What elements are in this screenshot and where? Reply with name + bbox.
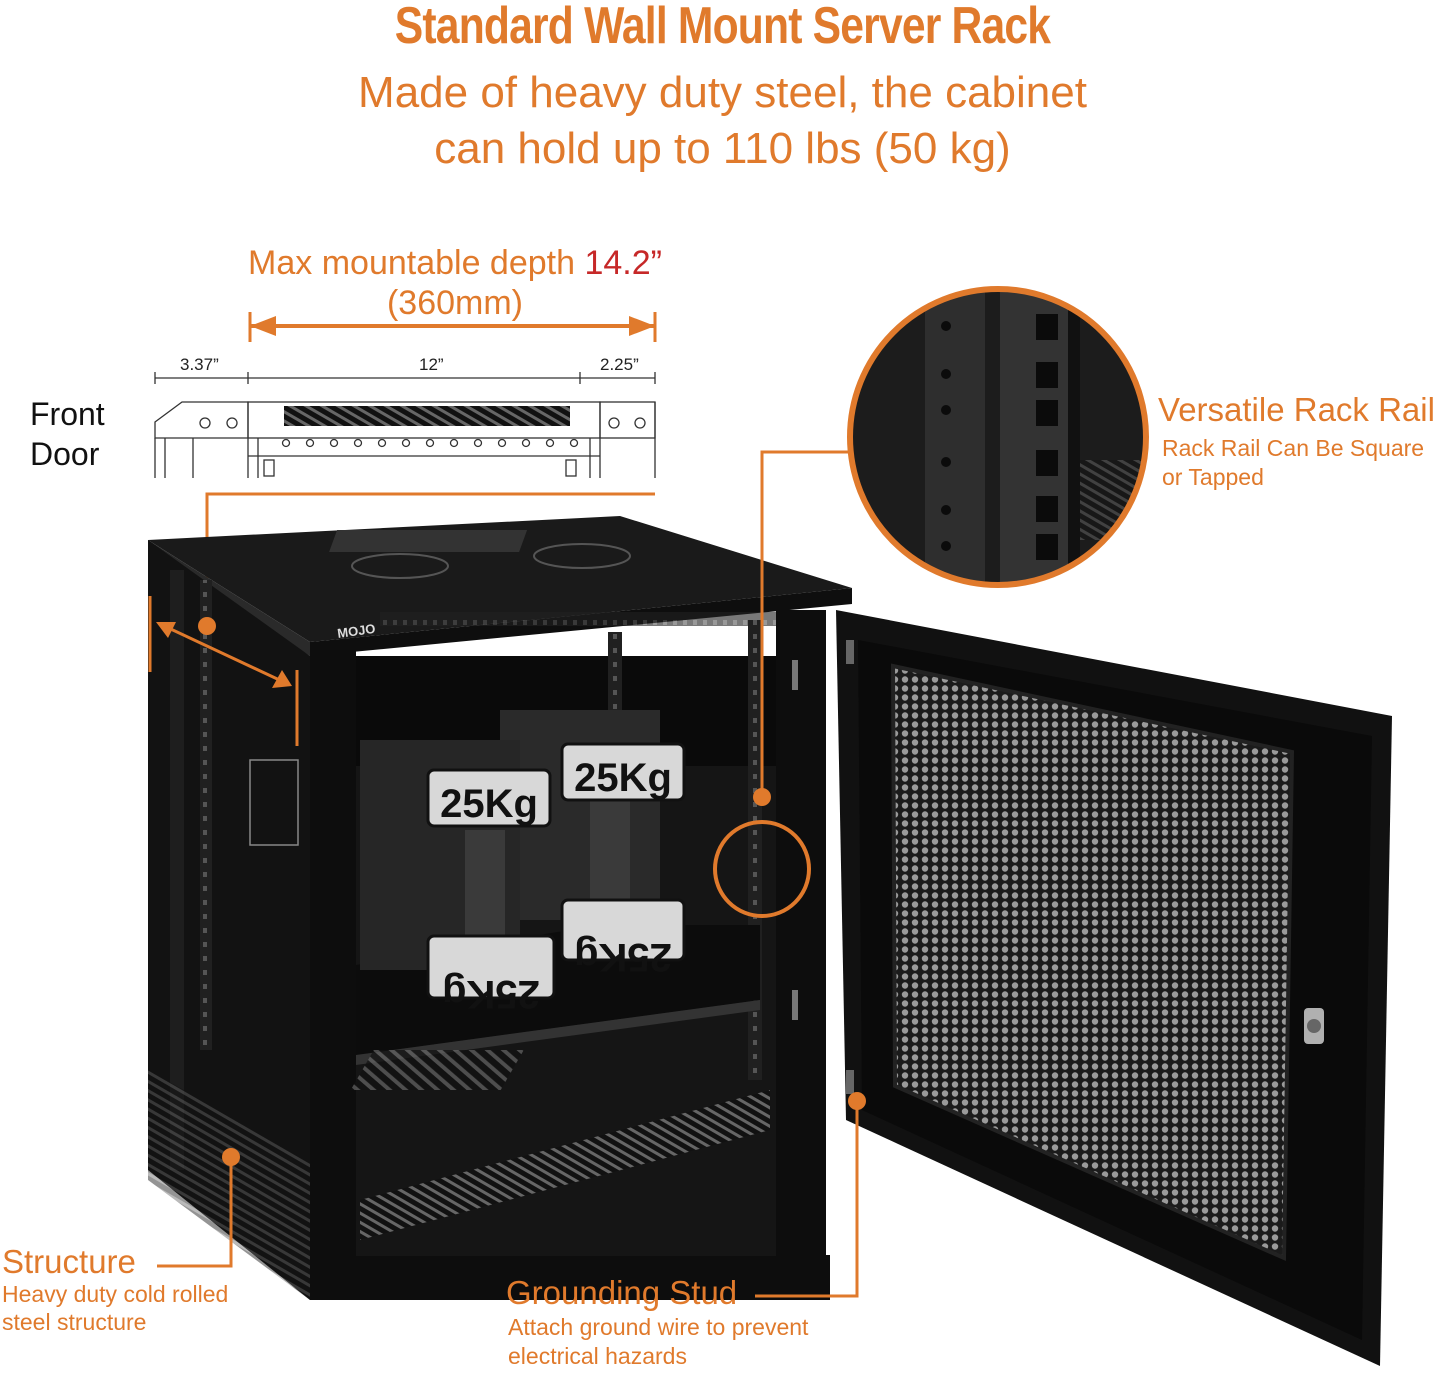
structure-desc-2: steel structure (2, 1309, 147, 1335)
front-door-label: Front Door (30, 394, 105, 474)
front-door-line-2: Door (30, 436, 100, 472)
grounding-callout-leader (755, 1092, 866, 1298)
structure-title: Structure (2, 1243, 136, 1280)
dimension-middle: 12” (419, 355, 444, 374)
structure-callout-leader (157, 1148, 240, 1268)
depth-label-text: Max mountable depth (248, 244, 576, 282)
brand-logo: MOJO (336, 621, 376, 641)
grounding-desc-2: electrical hazards (508, 1343, 687, 1369)
weight-plate (560, 898, 686, 962)
rack-rail-callout-leader (713, 450, 850, 918)
weight-label: 25Kg (440, 782, 538, 826)
grounding-title: Grounding Stud (506, 1274, 738, 1311)
depth-label: Max mountable depth 14.2” (180, 244, 730, 283)
cabinet-door (836, 610, 1392, 1366)
grounding-desc-1: Attach ground wire to prevent (508, 1314, 809, 1340)
subtitle-line-1: Made of heavy duty steel, the cabinet (358, 68, 1087, 117)
rack-rail-title: Versatile Rack Rail (1158, 391, 1435, 428)
depth-arrow (248, 312, 657, 342)
side-depth-arrows (148, 596, 299, 746)
weight-label: 25Kg (574, 935, 672, 979)
weight-label: 25Kg (574, 756, 672, 800)
subtitle-line-2: can hold up to 110 lbs (50 kg) (434, 124, 1011, 173)
side-drawing (154, 372, 656, 478)
dimension-right: 2.25” (600, 355, 639, 374)
weights-group (360, 710, 686, 1000)
dimension-left: 3.37” (180, 355, 219, 374)
page-title: Standard Wall Mount Server Rack (394, 0, 1051, 55)
structure-desc-1: Heavy duty cold rolled (2, 1281, 229, 1307)
weight-plate (426, 768, 552, 828)
front-door-line-1: Front (30, 396, 105, 432)
weight-plate (560, 742, 686, 802)
weight-label: 25Kg (442, 972, 540, 1016)
rack-rail-desc-1: Rack Rail Can Be Square (1162, 435, 1425, 461)
depth-metric: (360mm) (386, 284, 524, 322)
depth-marker-dot (198, 617, 216, 635)
weight-plate (426, 934, 556, 1000)
depth-value: 14.2” (584, 244, 662, 282)
rack-rail-desc-2: or Tapped (1162, 464, 1264, 490)
rack-rail-zoom (847, 286, 1149, 588)
